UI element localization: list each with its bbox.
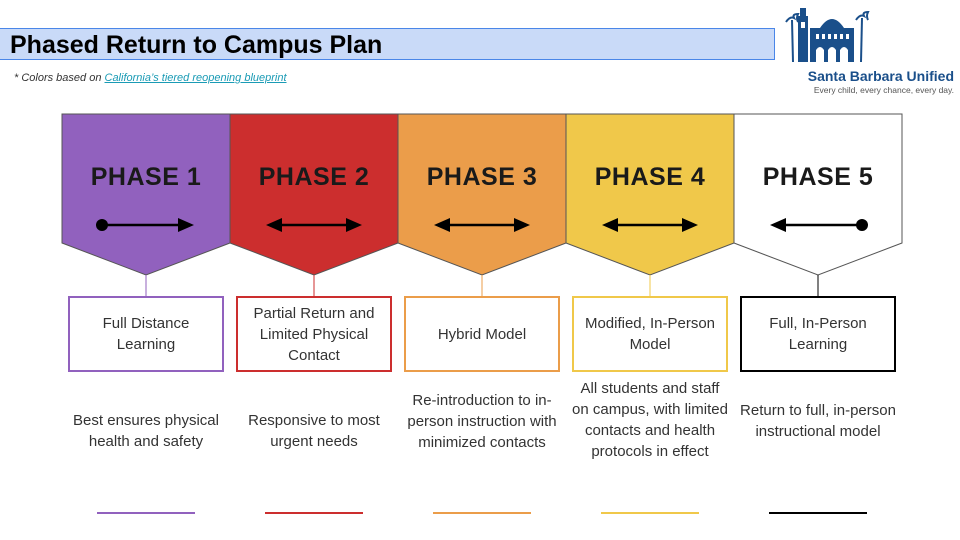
phase-3-arrowhead-right-icon: [514, 218, 530, 232]
phase-3-arrowhead-left-icon: [434, 218, 450, 232]
phase-1-arrowhead-right-icon: [178, 218, 194, 232]
phase-1-model-box: Full Distance Learning: [68, 296, 224, 372]
color-note: * Colors based on California’s tiered re…: [14, 72, 287, 84]
page-title: Phased Return to Campus Plan: [10, 31, 383, 59]
phase-4-underline: [601, 512, 699, 514]
phase-3-chevron: [397, 113, 567, 276]
phase-2-label: PHASE 2: [258, 163, 370, 191]
phase-5-underline: [769, 512, 867, 514]
district-logo: Santa Barbara Unified Every child, every…: [780, 2, 955, 97]
mission-building-icon: [785, 8, 870, 63]
phase-4-arrowhead-right-icon: [682, 218, 698, 232]
phase-4-label: PHASE 4: [594, 163, 706, 191]
district-name: Santa Barbara Unified: [807, 68, 954, 84]
district-tagline: Every child, every chance, every day.: [813, 85, 954, 95]
phase-4-arrowhead-left-icon: [602, 218, 618, 232]
phase-5-arrow-dot-icon: [856, 219, 868, 231]
phase-3-description: Re-introduction to in-person instruction…: [407, 392, 557, 451]
phase-1-description: Best ensures physical health and safety: [73, 412, 219, 450]
phase-2-arrowhead-right-icon: [346, 218, 362, 232]
phase-2-arrowhead-left-icon: [266, 218, 282, 232]
phase-5-chevron: [733, 113, 903, 276]
color-note-text: * Colors based on: [14, 72, 105, 84]
phase-2-underline: [265, 512, 363, 514]
blueprint-link[interactable]: California’s tiered reopening blueprint: [104, 72, 287, 84]
phase-3-underline: [433, 512, 531, 514]
phase-3-model-box: Hybrid Model: [404, 296, 560, 372]
phase-4-chevron: [565, 113, 735, 276]
phase-5-label: PHASE 5: [762, 163, 874, 191]
phase-4-model-box: Modified, In-Person Model: [572, 296, 728, 372]
phase-2-model-box: Partial Return and Limited Physical Cont…: [236, 296, 392, 372]
title-bar: Phased Return to Campus Plan: [0, 28, 775, 60]
phase-1-underline: [97, 512, 195, 514]
phase-2-description: Responsive to most urgent needs: [248, 412, 380, 450]
phase-2-chevron: [229, 113, 399, 276]
phase-1-label: PHASE 1: [90, 163, 202, 191]
phase-1-arrow-dot-icon: [96, 219, 108, 231]
phase-4-description: All students and staff on campus, with l…: [572, 380, 728, 460]
phase-5-arrowhead-left-icon: [770, 218, 786, 232]
phase-1-chevron: [61, 113, 231, 276]
phase-3-label: PHASE 3: [426, 163, 538, 191]
phase-5-model-box: Full, In-Person Learning: [740, 296, 896, 372]
phase-5-description: Return to full, in-person instructional …: [740, 402, 896, 440]
